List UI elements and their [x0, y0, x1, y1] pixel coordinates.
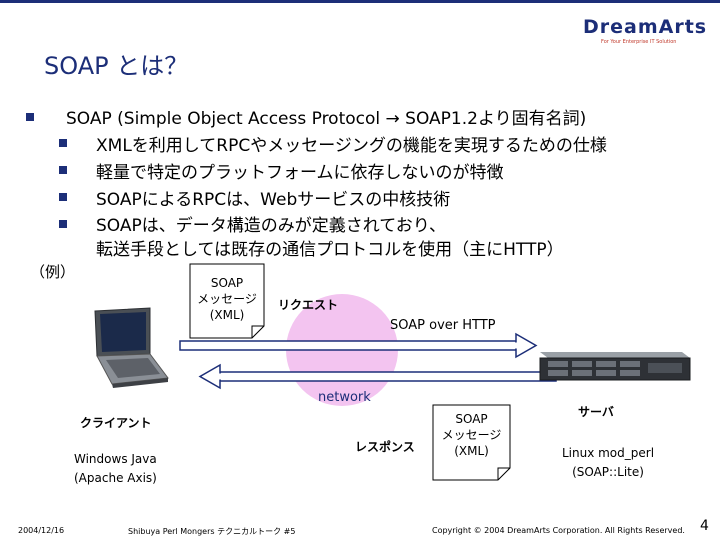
laptop-icon: [94, 307, 169, 388]
bullet-marker: [26, 113, 34, 121]
footer-event: Shibuya Perl Mongers テクニカルトーク #5: [128, 527, 296, 536]
message-top-line: SOAP: [210, 276, 244, 290]
server-tech-line: Linux mod_perl: [561, 446, 655, 460]
rack-server-icon: [539, 352, 691, 381]
footer-copyright: Copyright © 2004 DreamArts Corporation. …: [432, 526, 685, 535]
dreamarts-logo: DreamArts For Your Enterprise IT Solutio…: [583, 16, 706, 46]
sub-bullet-marker: [59, 166, 67, 174]
sub-bullet-marker: [59, 220, 67, 228]
network-label: network: [318, 390, 371, 405]
sub-bullet-2: 軽量で特定のプラットフォームに依存しないのが特徴: [96, 163, 504, 183]
request-label: リクエスト: [278, 298, 339, 312]
transport-label: SOAP over HTTP: [390, 318, 496, 333]
sub-bullet-marker: [59, 193, 67, 201]
sub-bullet-marker: [59, 139, 67, 147]
message-top-label: SOAP メッセージ (XML): [190, 275, 264, 323]
slide-title: SOAP とは？: [44, 52, 189, 80]
client-tech-line: (Apache Axis): [74, 471, 157, 485]
sub-bullet-4: SOAPは、データ構造のみが定義されており、: [96, 216, 447, 236]
request-arrow: [179, 332, 538, 359]
footer-date: 2004/12/16: [18, 526, 65, 535]
message-bottom-line: SOAP: [455, 412, 488, 426]
message-bottom-label: SOAP メッセージ (XML): [433, 411, 510, 459]
client-tech: Windows Java (Apache Axis): [74, 450, 157, 488]
page-number: 4: [700, 518, 709, 534]
sub-bullet-4-continuation: 転送手段としては既存の通信プロトコルを使用（主にHTTP）: [96, 240, 564, 260]
logo-tagline: For Your Enterprise IT Solution: [601, 39, 677, 45]
response-label: レスポンス: [355, 440, 415, 454]
message-document-top: [189, 263, 265, 339]
sub-bullet-3: SOAPによるRPCは、Webサービスの中核技術: [96, 190, 451, 210]
top-rule: [0, 0, 720, 3]
server-tech-line: (SOAP::Lite): [572, 465, 644, 479]
example-label: （例）: [30, 263, 76, 281]
server-tech: Linux mod_perl (SOAP::Lite): [548, 444, 668, 482]
logo-wordmark: DreamArts: [583, 16, 708, 38]
sub-bullet-1: XMLを利用してRPCやメッセージングの機能を実現するための仕様: [96, 136, 607, 156]
message-top-line: (XML): [209, 308, 245, 322]
bullet-main: SOAP (Simple Object Access Protocol → SO…: [66, 109, 587, 129]
message-document-bottom: [432, 404, 511, 481]
message-bottom-line: (XML): [454, 444, 489, 458]
client-label: クライアント: [80, 416, 152, 430]
server-label: サーバ: [578, 405, 614, 419]
message-top-line: メッセージ: [197, 292, 257, 306]
client-tech-line: Windows Java: [74, 452, 157, 466]
message-bottom-line: メッセージ: [441, 428, 502, 442]
